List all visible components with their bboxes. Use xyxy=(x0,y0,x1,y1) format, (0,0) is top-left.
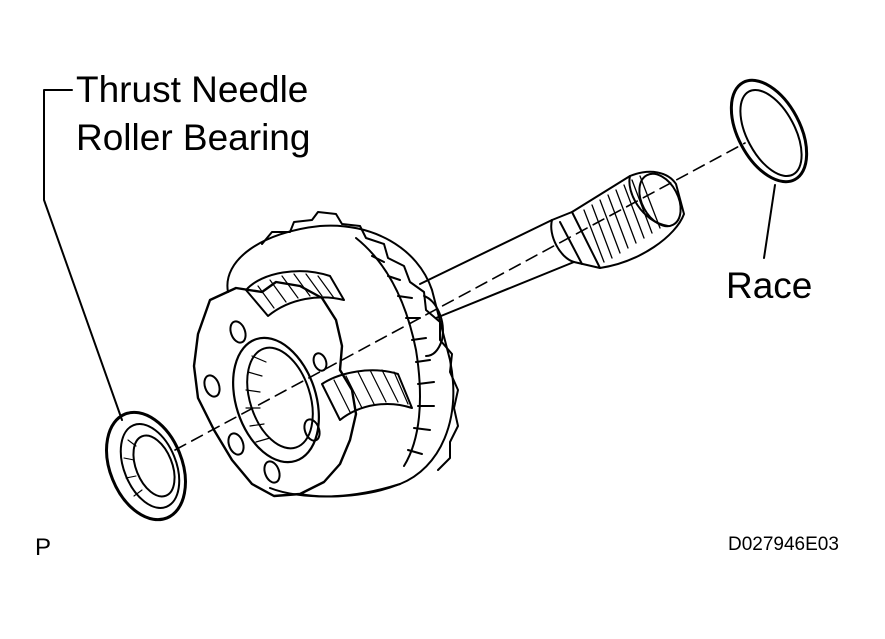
center-axis-line xyxy=(174,142,746,451)
thrust-bearing-leader-line xyxy=(43,89,123,421)
thrust-bearing-label-line-2: Roller Bearing xyxy=(76,117,311,158)
thrust-needle-roller-bearing xyxy=(105,410,187,522)
race-leader-line xyxy=(763,184,776,259)
output-shaft xyxy=(419,170,685,319)
figure-id: D027946E03 xyxy=(728,534,839,555)
planetary-gear-assembly xyxy=(192,211,459,498)
thrust-bearing-label-line-1: Thrust Needle xyxy=(76,69,309,110)
race-ring xyxy=(729,78,809,184)
view-code: P xyxy=(35,534,52,561)
race-label: Race xyxy=(726,265,813,306)
pinion-gear-upper xyxy=(245,270,345,317)
pinion-gear-lower xyxy=(321,369,413,421)
